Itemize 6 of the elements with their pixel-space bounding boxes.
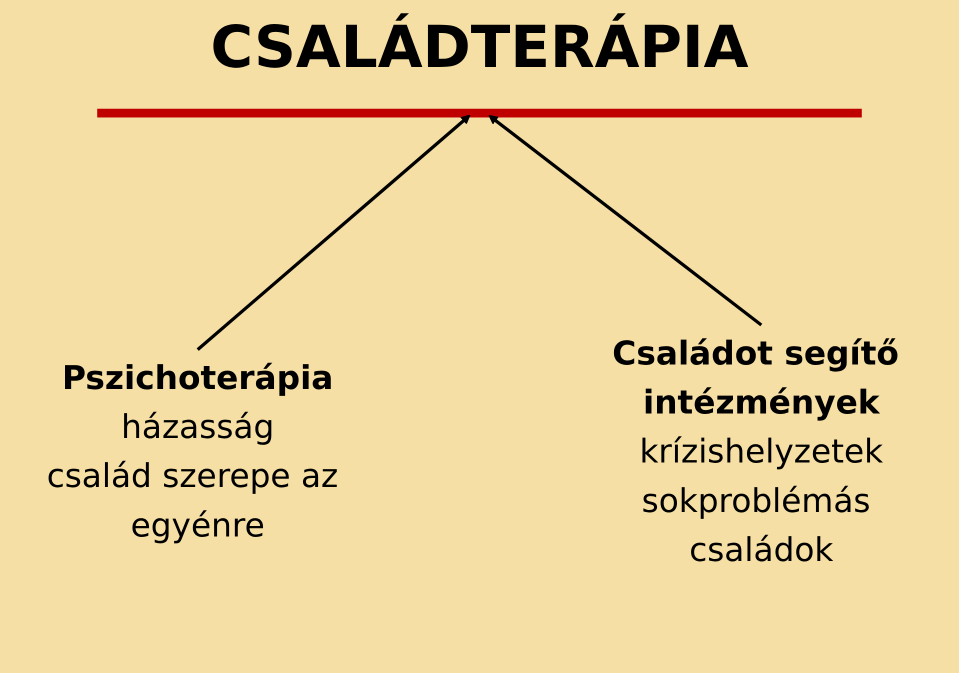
arrow: [488, 114, 762, 326]
node-text: Pszichoterápia házasság család szerepe az egyénre: [46, 359, 338, 546]
node-text: Családot segítő intézmények krízishelyzetek sokproblémás családok: [612, 334, 899, 570]
node-bar: [97, 108, 862, 118]
arrow: [196, 114, 470, 351]
title: CSALÁDTERÁPIA: [209, 12, 750, 82]
